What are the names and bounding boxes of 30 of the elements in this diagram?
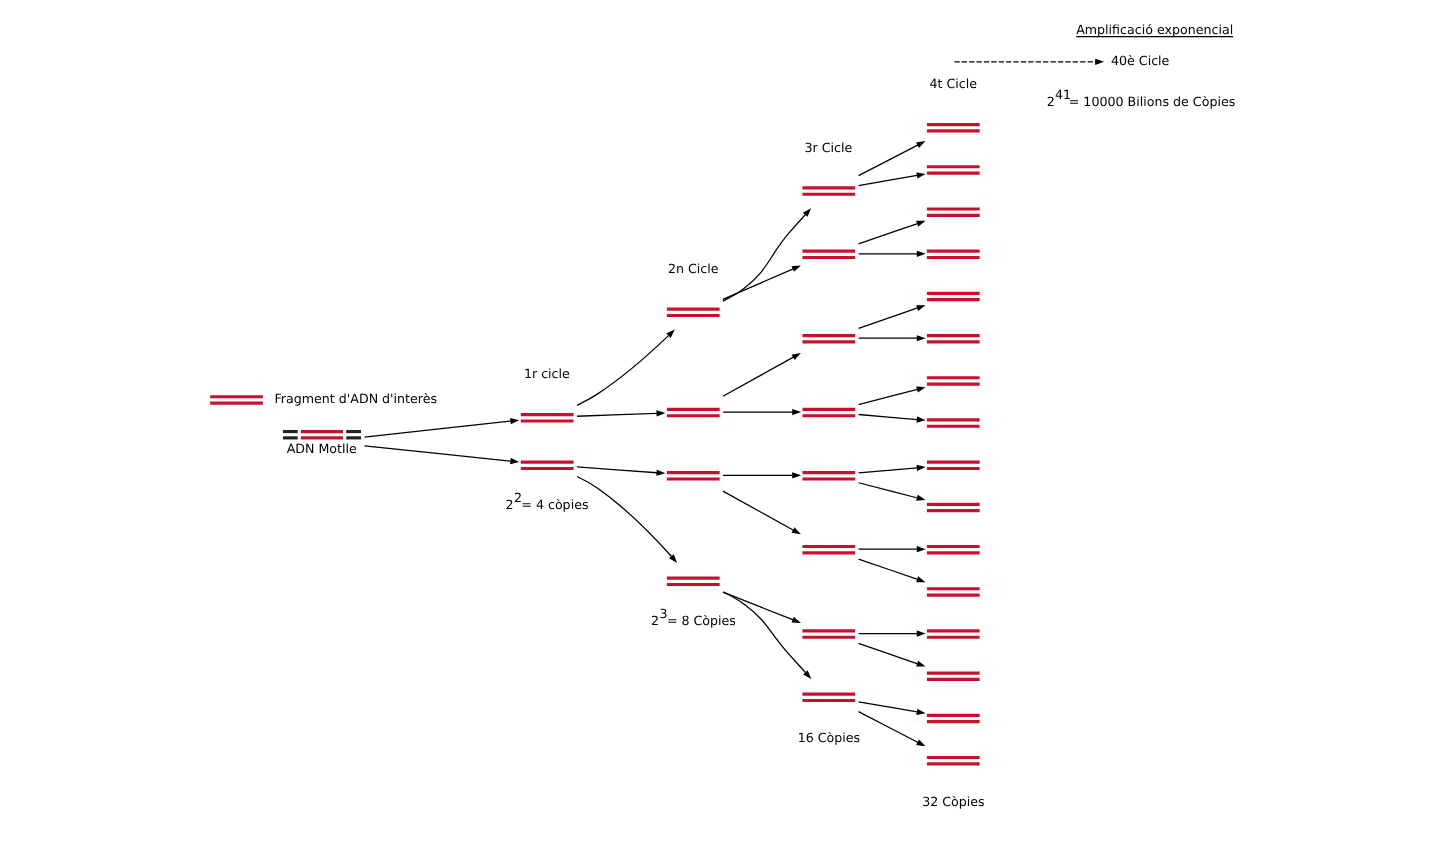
arrow bbox=[856, 701, 925, 715]
arrow bbox=[721, 408, 801, 416]
arrow bbox=[362, 445, 519, 465]
arrow bbox=[856, 413, 925, 423]
arrow bbox=[856, 172, 925, 187]
arrow bbox=[856, 464, 925, 474]
arrow bbox=[575, 329, 674, 406]
arrow bbox=[721, 265, 800, 300]
arrow bbox=[575, 475, 677, 563]
arrow bbox=[575, 410, 665, 417]
arrow bbox=[856, 711, 925, 747]
arrow bbox=[575, 466, 665, 476]
arrow bbox=[362, 418, 519, 438]
arrow bbox=[856, 642, 925, 667]
arrow bbox=[856, 482, 925, 501]
arrow bbox=[856, 546, 925, 553]
arrow bbox=[856, 630, 925, 637]
arrow bbox=[856, 141, 925, 177]
arrow bbox=[856, 335, 925, 342]
arrow bbox=[721, 208, 811, 302]
arrow bbox=[721, 490, 800, 535]
arrow bbox=[856, 558, 925, 583]
arrow bbox=[856, 305, 925, 329]
arrow bbox=[721, 472, 801, 479]
arrow bbox=[856, 386, 925, 406]
arrow bbox=[721, 353, 800, 397]
arrow bbox=[952, 58, 1104, 65]
arrow bbox=[856, 250, 925, 257]
arrow bbox=[856, 220, 925, 245]
arrow bbox=[721, 591, 811, 679]
